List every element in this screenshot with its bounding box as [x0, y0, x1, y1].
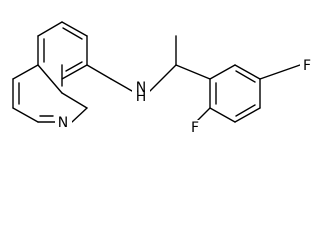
bond — [235, 70, 256, 83]
bond — [61, 21, 88, 37]
bond — [259, 64, 301, 80]
amine-nitrogen-label: N — [136, 80, 146, 96]
bond — [235, 104, 256, 117]
bond — [209, 64, 236, 80]
bond — [71, 107, 88, 123]
bond — [110, 78, 133, 92]
bond — [195, 107, 211, 123]
molecule-drawing: N N H F F — [12, 21, 314, 136]
fluorine-top-label: F — [303, 58, 311, 74]
fluorine-bottom-label: F — [191, 120, 199, 136]
bond — [37, 64, 63, 94]
linker — [86, 35, 211, 92]
bond — [234, 107, 261, 123]
difluorophenyl-ring — [195, 64, 301, 123]
bond — [65, 61, 83, 72]
bond — [234, 64, 261, 80]
bond — [12, 64, 39, 80]
ring-nitrogen-label: N — [58, 115, 68, 131]
structure-canvas: N N H F F — [12, 21, 314, 136]
bond — [37, 21, 63, 37]
bond — [61, 92, 88, 109]
bond — [175, 64, 211, 80]
quinoline-pyridine-ring — [12, 64, 88, 123]
bond — [61, 64, 88, 80]
amine-hydrogen-label: H — [136, 89, 147, 105]
bond — [209, 107, 236, 123]
bond — [12, 107, 39, 123]
quinoline-benzo-ring — [37, 21, 88, 80]
bond — [86, 64, 112, 80]
atom-labels: N N H F F — [55, 58, 314, 136]
bond — [62, 27, 83, 40]
bond — [149, 64, 177, 92]
